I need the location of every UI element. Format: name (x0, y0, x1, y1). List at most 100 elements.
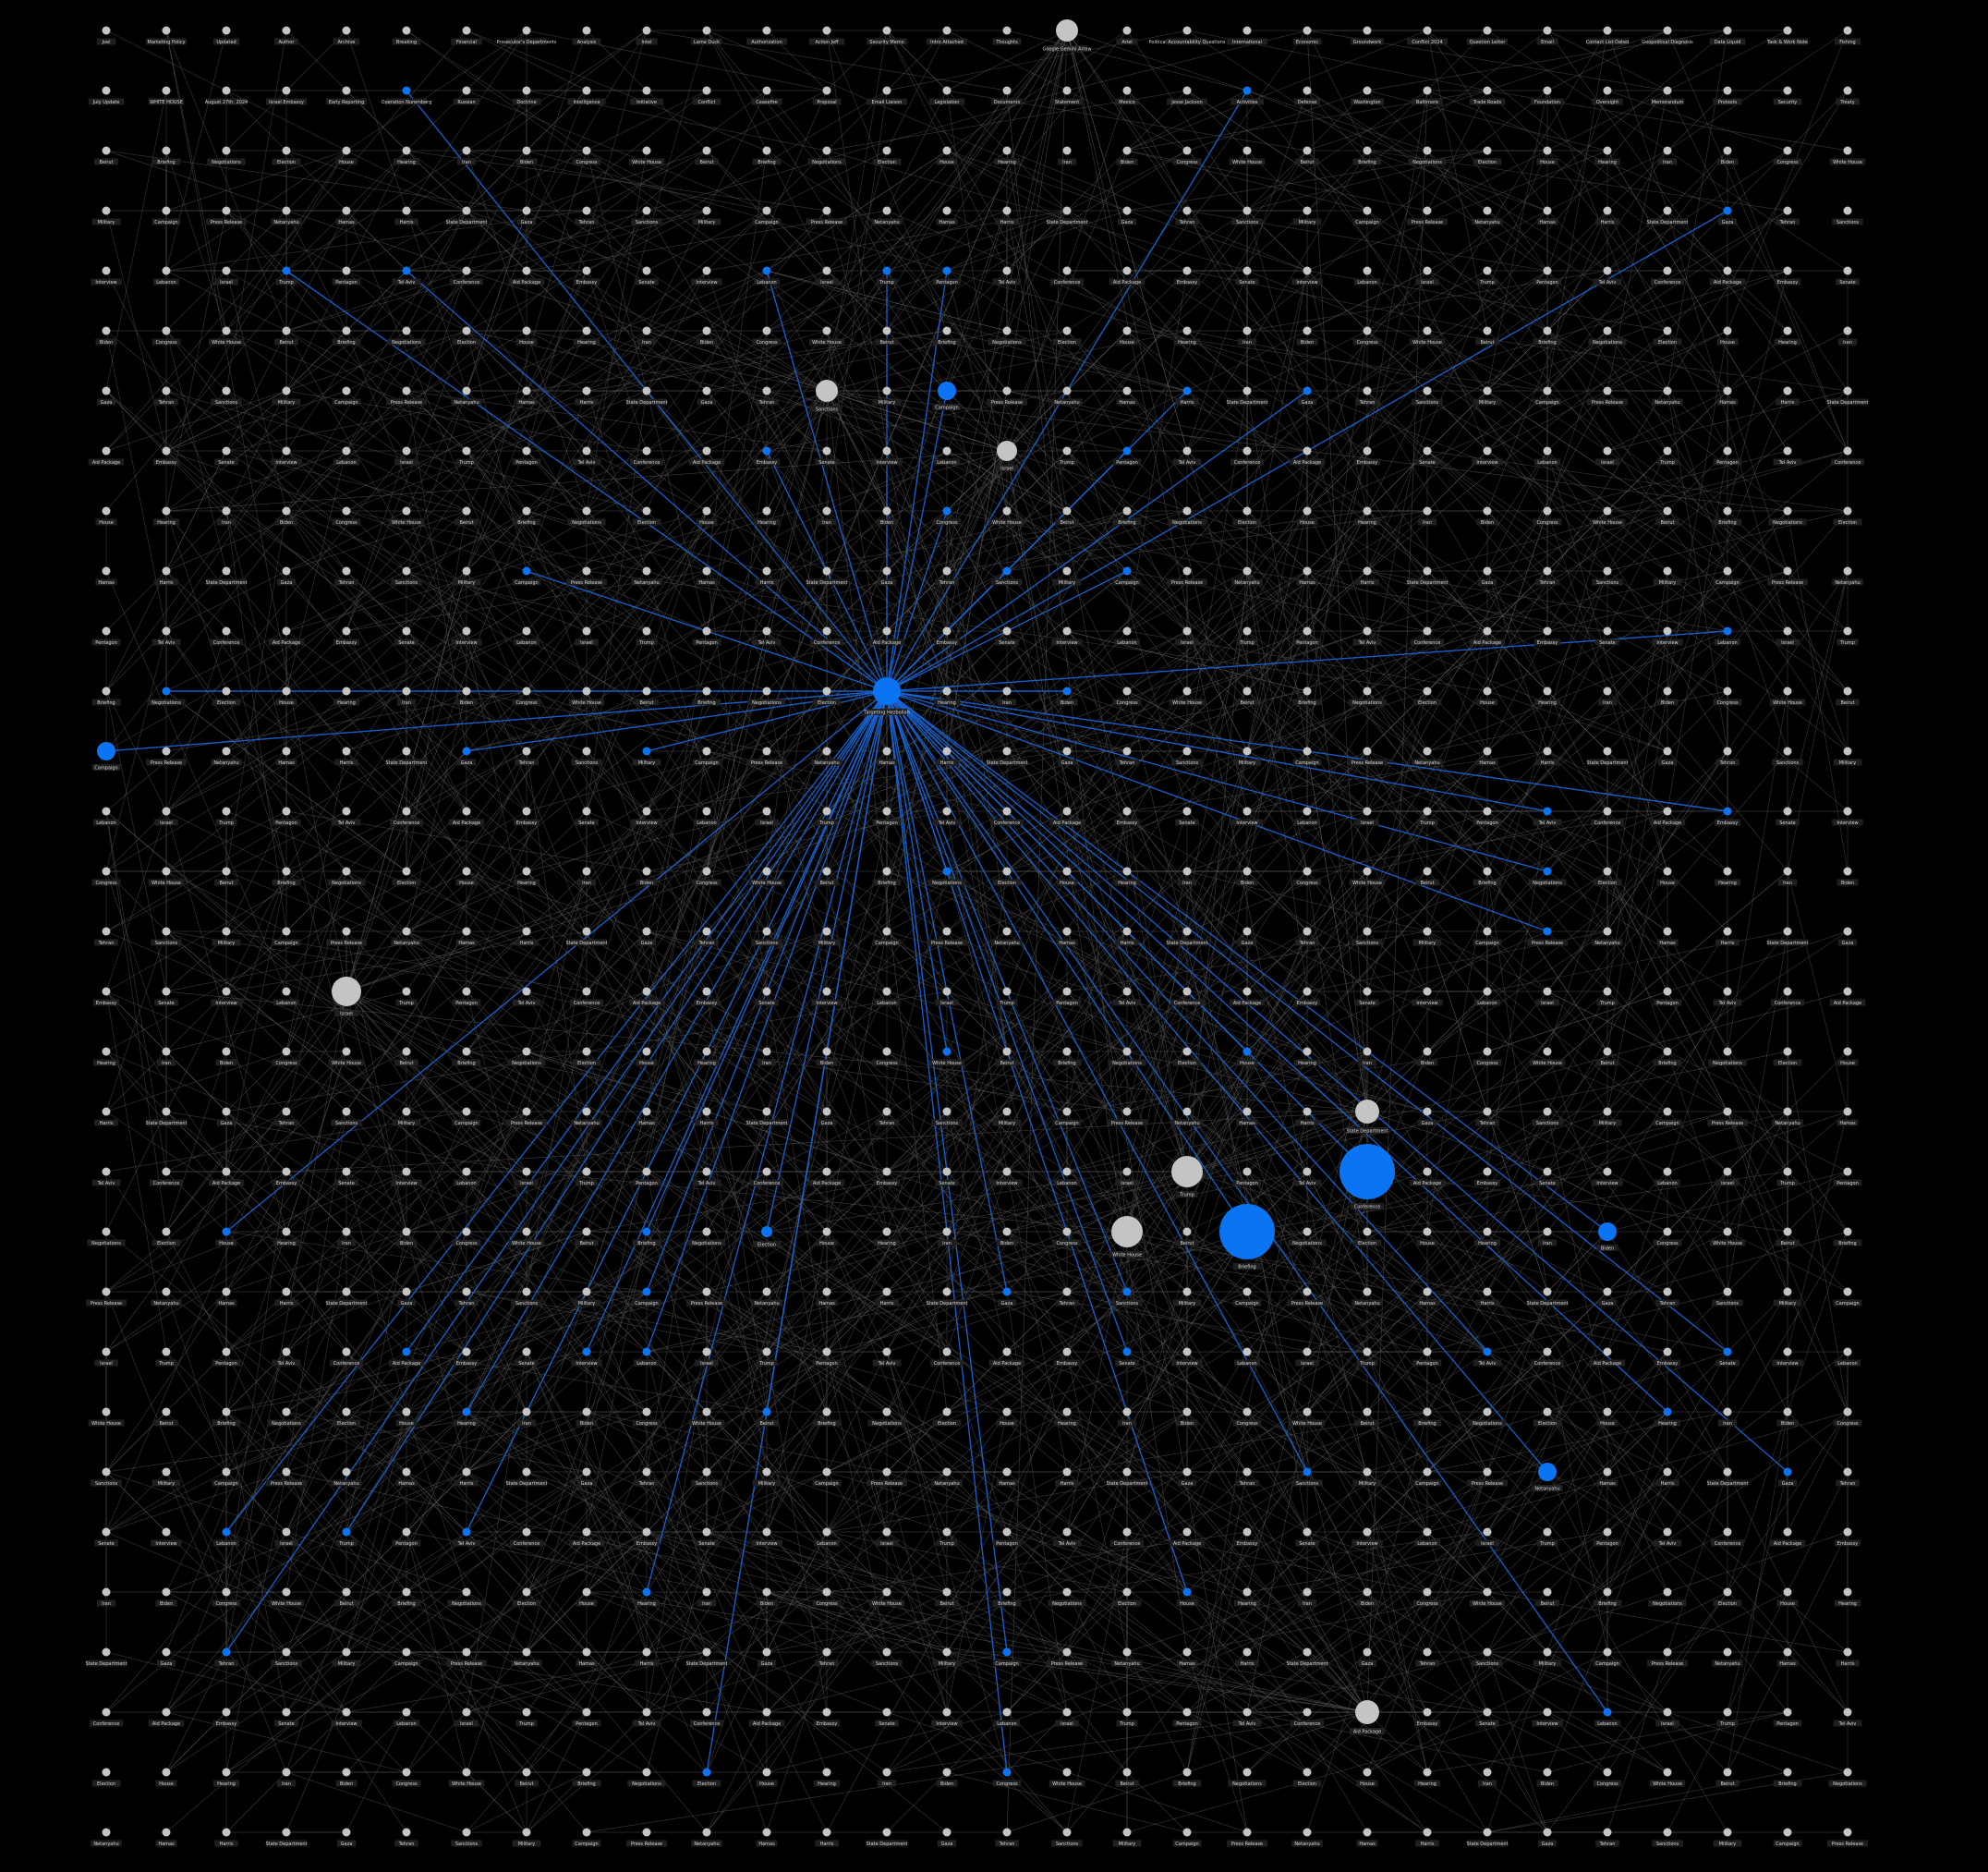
node-dot[interactable] (882, 446, 891, 456)
node-dot[interactable] (1783, 987, 1792, 996)
node-dot[interactable] (402, 1227, 411, 1236)
node-dot[interactable] (1303, 206, 1312, 215)
graph-node[interactable]: Briefing (1833, 1227, 1862, 1246)
node-dot[interactable] (1122, 987, 1132, 996)
node-dot[interactable] (1603, 987, 1612, 996)
graph-node[interactable]: Military (1052, 566, 1082, 586)
node-dot[interactable] (1062, 206, 1072, 215)
graph-node[interactable]: Interview (1592, 1167, 1623, 1186)
node-dot[interactable] (1543, 1227, 1552, 1236)
graph-node[interactable]: Pentagon (692, 626, 721, 646)
graph-node[interactable]: White House (388, 506, 425, 526)
node-dot[interactable] (1423, 1227, 1432, 1236)
node-dot[interactable] (882, 1227, 891, 1236)
node-dot[interactable] (1423, 807, 1432, 816)
highlighted-node-dot[interactable] (1723, 626, 1732, 636)
node-dot[interactable] (1002, 326, 1012, 335)
node-dot[interactable] (1483, 867, 1492, 876)
node-dot[interactable] (582, 326, 591, 335)
graph-node[interactable]: Israel (1355, 807, 1379, 826)
graph-node[interactable]: Embassy (1714, 807, 1741, 826)
graph-node[interactable]: Press Release (1287, 1287, 1327, 1307)
node-dot[interactable] (1122, 86, 1132, 95)
node-dot[interactable] (702, 807, 711, 816)
graph-node[interactable]: Conference (150, 1167, 183, 1186)
graph-node[interactable]: Foundation (1531, 86, 1564, 105)
graph-node[interactable]: Tel Aviv (332, 807, 361, 826)
node-dot[interactable] (342, 1107, 351, 1116)
highlighted-node-dot[interactable] (522, 566, 531, 576)
node-dot[interactable] (1423, 266, 1432, 275)
graph-node[interactable]: Sanctions (1352, 927, 1383, 946)
node-dot[interactable] (1663, 326, 1672, 335)
graph-node[interactable]: Authorization (746, 26, 787, 45)
graph-node[interactable]: Action Jeff (808, 26, 845, 45)
graph-node[interactable]: Iran (576, 867, 597, 886)
graph-node[interactable]: Press Release (1407, 206, 1448, 225)
node-dot[interactable] (582, 446, 591, 456)
node-dot[interactable] (402, 566, 411, 576)
node-dot[interactable] (522, 1227, 531, 1236)
node-dot[interactable] (342, 1167, 351, 1176)
node-dot[interactable] (162, 86, 171, 95)
node-dot[interactable] (1723, 386, 1732, 395)
graph-node[interactable]: House (1716, 326, 1739, 346)
node-dot[interactable] (1122, 266, 1132, 275)
node-dot[interactable] (162, 26, 171, 35)
graph-node[interactable]: Biden (1116, 146, 1138, 165)
node-dot[interactable] (1423, 326, 1432, 335)
graph-node[interactable]: Tehran (1055, 1287, 1079, 1307)
graph-node[interactable]: Military (1593, 1107, 1622, 1126)
node-dot[interactable] (822, 326, 831, 335)
graph-node[interactable]: Briefing (632, 1227, 661, 1246)
node-dot[interactable] (642, 626, 651, 636)
node-dot[interactable] (402, 867, 411, 876)
node-dot[interactable] (1182, 446, 1192, 456)
node-dot[interactable] (1843, 446, 1852, 456)
node-dot[interactable] (162, 446, 171, 456)
graph-node[interactable]: White House (208, 326, 245, 346)
graph-node[interactable]: Election (1052, 326, 1082, 346)
highlighted-node-dot[interactable] (1242, 86, 1252, 95)
node-dot[interactable] (1723, 687, 1732, 696)
node-dot[interactable] (1303, 1047, 1312, 1056)
node-dot[interactable] (222, 386, 231, 395)
node-dot[interactable] (1242, 26, 1252, 35)
node-dot[interactable] (882, 506, 891, 516)
node-dot[interactable] (1843, 1047, 1852, 1056)
node-dot[interactable] (162, 566, 171, 576)
graph-node[interactable]: Aid Package (1229, 987, 1266, 1006)
graph-node[interactable]: Sanctions (151, 927, 182, 946)
graph-node[interactable]: Campaign (91, 742, 121, 771)
graph-node[interactable]: Pentagon (1713, 446, 1742, 466)
graph-node[interactable]: Israel (214, 266, 238, 286)
graph-node[interactable]: Gaza (96, 386, 116, 406)
node-dot[interactable] (1663, 1107, 1672, 1116)
graph-node[interactable]: Congress (332, 506, 361, 526)
graph-node[interactable]: Hearing (1714, 867, 1741, 886)
graph-node[interactable]: Beirut (214, 867, 238, 886)
node-dot[interactable] (282, 446, 291, 456)
graph-node[interactable]: Pentagon (1653, 987, 1682, 1006)
node-dot[interactable] (402, 206, 411, 215)
node-dot[interactable] (1483, 626, 1492, 636)
graph-node[interactable]: Senate (334, 1167, 358, 1186)
graph-node[interactable]: Mexico (1115, 86, 1139, 105)
node-dot[interactable] (222, 1167, 231, 1176)
node-dot[interactable] (162, 626, 171, 636)
node-dot[interactable] (1723, 566, 1732, 576)
graph-node[interactable]: Activities (1230, 86, 1264, 105)
graph-node[interactable]: Interview (1231, 807, 1263, 826)
graph-node[interactable]: Hamas (696, 566, 718, 586)
graph-node[interactable]: Briefing (1052, 1047, 1082, 1066)
graph-node[interactable]: Military (91, 206, 121, 225)
node-dot[interactable] (1663, 266, 1672, 275)
graph-node[interactable]: Military (992, 1107, 1022, 1126)
graph-node[interactable]: State Department (145, 1107, 188, 1126)
highlighted-node-dot[interactable] (1122, 566, 1132, 576)
node-dot[interactable] (522, 626, 531, 636)
graph-node[interactable]: Pentagon (1473, 807, 1502, 826)
graph-node[interactable]: Gaza (697, 386, 717, 406)
graph-node[interactable]: Email Liaison (867, 86, 907, 105)
